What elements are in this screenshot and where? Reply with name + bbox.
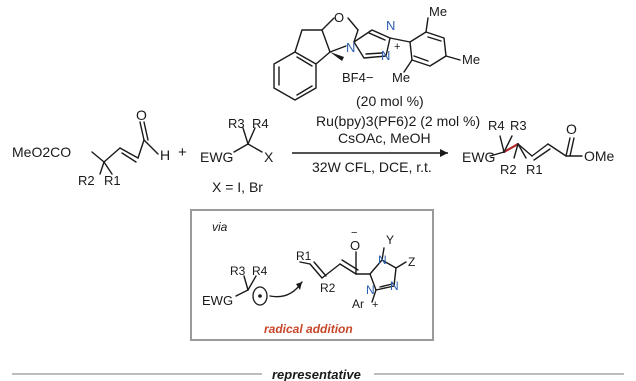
- halide-ewg: EWG: [200, 149, 233, 165]
- product-ester-o: O: [566, 121, 577, 137]
- catalyst-benzene-ring: [273, 51, 317, 101]
- via-label: via: [212, 220, 228, 234]
- catalyst-me-bottom: Me: [392, 70, 410, 85]
- conditions-line2: CsOAc, MeOH: [338, 130, 431, 146]
- mech-minus-charge: −: [351, 227, 357, 239]
- radical-orbital: [252, 286, 268, 306]
- mech-ewg: EWG: [202, 293, 233, 308]
- substrate-aldehyde-o: O: [136, 107, 147, 123]
- catalyst-n-bridge: N: [346, 40, 355, 55]
- radical-addition-label: radical addition: [264, 322, 353, 336]
- mech-n-right: N: [390, 279, 399, 293]
- mech-r3: R3: [230, 264, 246, 278]
- halide-x: X: [264, 149, 274, 165]
- new-cc-bond: [502, 142, 520, 154]
- halide-r4: R4: [252, 116, 269, 131]
- radical-species: [235, 275, 268, 306]
- product-r4: R4: [488, 118, 505, 133]
- substrate-aldehyde-h: H: [160, 147, 170, 163]
- nhc-catalyst: [273, 17, 461, 101]
- product-r1: R1: [526, 162, 543, 177]
- catalyst-me-right: Me: [462, 52, 480, 67]
- breslow-enolate: [299, 247, 407, 303]
- catalyst-loading: (20 mol %): [356, 93, 424, 109]
- substrate-aldehyde: [91, 121, 159, 175]
- mech-r2: R2: [320, 281, 336, 295]
- catalyst-plus: +: [394, 41, 400, 53]
- substrate-r1: R1: [104, 173, 121, 188]
- catalyst-counterion: BF4−: [342, 70, 373, 85]
- product-ewg: EWG: [462, 149, 495, 165]
- product-r2: R2: [500, 162, 517, 177]
- mech-r1: R1: [296, 249, 312, 263]
- halide-x-definition: X = I, Br: [212, 179, 263, 195]
- product-ester: [489, 135, 583, 161]
- product-ome: OMe: [584, 148, 615, 164]
- catalyst-me-top: Me: [429, 4, 447, 19]
- mech-n-bottom: N: [366, 283, 375, 297]
- conditions-line1: Ru(bpy)3(PF6)2 (2 mol %): [316, 113, 480, 129]
- footer-label: representative: [272, 367, 361, 381]
- substrate-meo2co: MeO2CO: [12, 144, 71, 160]
- radical-dot: [258, 294, 262, 298]
- mechanism-box: [190, 209, 434, 341]
- alkyl-halide: [233, 127, 263, 153]
- catalyst-n-right: N: [381, 48, 390, 63]
- mech-ar: Ar: [352, 297, 364, 311]
- catalyst-n-top: N: [386, 18, 395, 33]
- product-r3: R3: [510, 118, 527, 133]
- catalyst-oxygen: O: [334, 10, 344, 25]
- conditions-line3: 32W CFL, DCE, r.t.: [312, 159, 432, 175]
- plus-sign: +: [178, 144, 187, 161]
- mech-plus: +: [372, 299, 378, 311]
- mech-z: Z: [408, 255, 415, 269]
- mech-n-y: N: [378, 253, 387, 267]
- halide-r3: R3: [228, 116, 245, 131]
- substrate-r2: R2: [78, 173, 95, 188]
- mech-o-minus: O: [350, 238, 360, 253]
- mech-y: Y: [386, 233, 394, 247]
- reaction-arrow-head: [440, 149, 448, 157]
- mech-r4: R4: [252, 264, 268, 278]
